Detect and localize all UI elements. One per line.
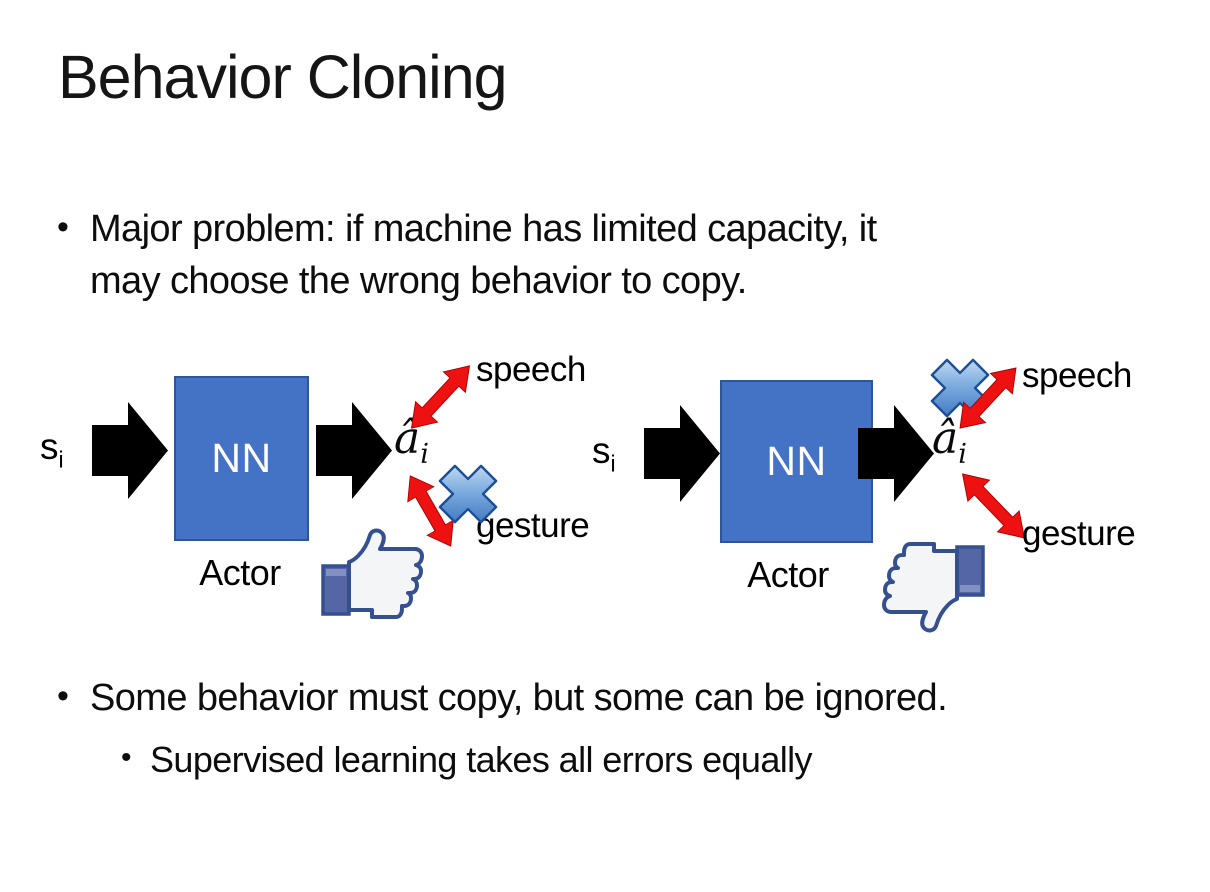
double-arrow-icon [401,356,481,439]
page-title: Behavior Cloning [58,43,508,111]
nn-box: NN [174,376,309,541]
bullet-dot: • [57,677,69,715]
bullet-dot: • [121,741,132,774]
nn-box: NN [720,380,873,543]
block-arrow-icon [858,405,934,502]
bullet-dot: • [57,208,69,246]
double-arrow-icon [949,358,1027,438]
bullet-line: Supervised learning takes all errors equ… [150,739,813,780]
thumbs-down-icon [882,531,986,633]
state-label: si [40,426,64,473]
state-label: si [592,430,616,477]
bullet-line: Some behavior must copy, but some can be… [90,677,948,719]
double-arrow-icon [952,464,1035,549]
gesture-label: gesture [1022,514,1136,553]
bullet-some-behavior: • Some behavior must copy, but some can … [57,672,948,724]
action-label: âi [932,413,967,470]
bullet-line: Major problem: if machine has limited ca… [90,208,877,250]
bullet-supervised-learning: • Supervised learning takes all errors e… [121,734,813,786]
bullet-major-problem: • Major problem: if machine has limited … [57,203,877,307]
speech-label: speech [1022,356,1132,395]
gesture-label: gesture [476,506,590,545]
bullet-line: may choose the wrong behavior to copy. [90,260,747,302]
speech-label: speech [476,350,586,389]
actor-label: Actor [747,554,829,595]
nn-label: NN [211,435,272,481]
nn-label: NN [766,438,827,484]
cross-out-icon [929,357,991,419]
double-arrow-icon [397,468,463,553]
block-arrow-icon [316,402,392,499]
thumbs-up-icon [320,528,424,630]
cross-out-icon [437,463,499,525]
actor-label: Actor [199,552,281,593]
block-arrow-icon [644,405,720,502]
block-arrow-icon [92,402,168,499]
